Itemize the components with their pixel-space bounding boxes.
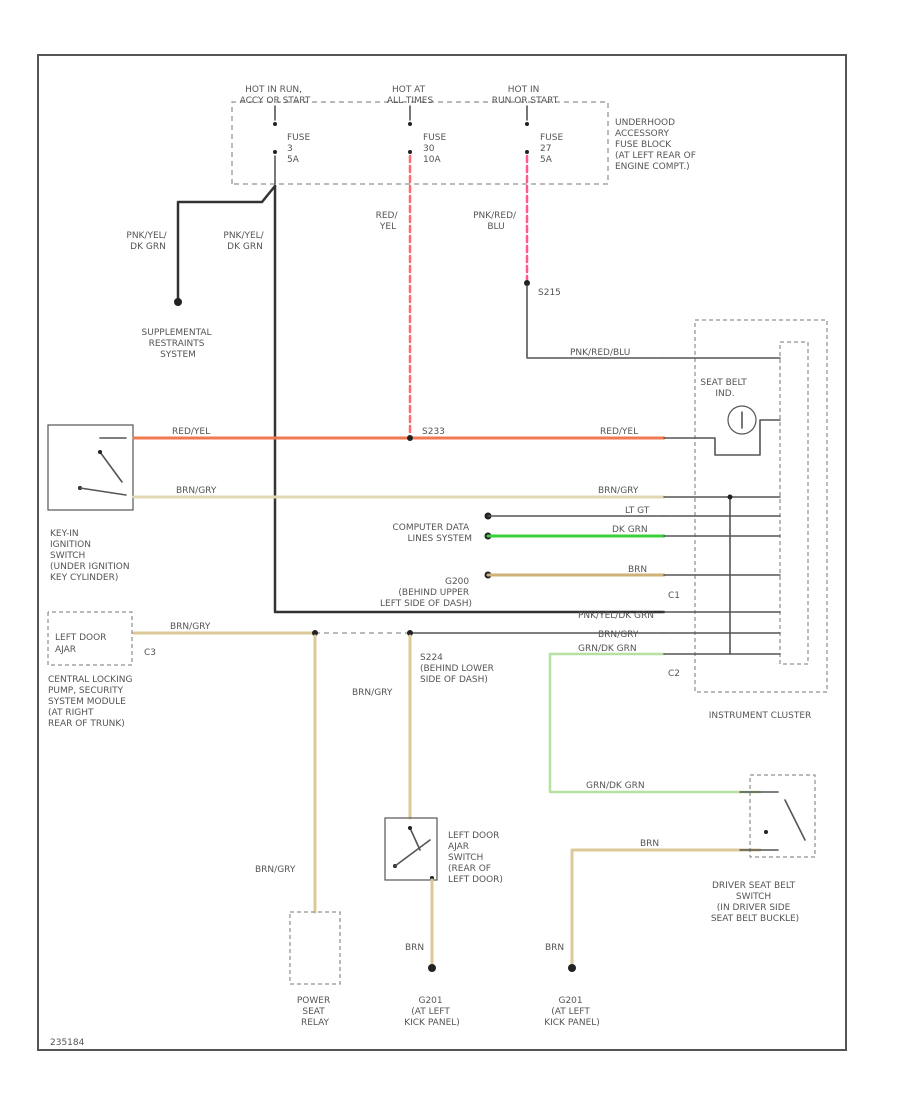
wire-label: BRN/GRY: [255, 865, 296, 875]
wire-label: BRN: [545, 943, 564, 953]
fuse-block-label: UNDERHOOD ACCESSORY FUSE BLOCK (AT LEFT …: [615, 118, 699, 172]
fuse-3-label: FUSE 27 5A: [540, 133, 566, 165]
wire-label: BRN: [640, 839, 659, 849]
hot-label-2: HOT AT ALL TIMES: [387, 85, 434, 106]
ground-g200: G200 (BEHIND UPPER LEFT SIDE OF DASH): [380, 577, 472, 609]
splice-s233: S233: [422, 427, 445, 437]
brn-seatbelt-ground: BRN BRN: [545, 839, 762, 972]
splice-s215: S215: [538, 288, 561, 298]
wire-label: BRN/GRY: [170, 622, 211, 632]
connector-c2: C2: [668, 669, 680, 679]
wire-label: PNK/YEL/ DK GRN: [126, 231, 169, 252]
wire-label: BRN: [405, 943, 424, 953]
wire-label: PNK/YEL/ DK GRN: [223, 231, 266, 252]
driver-seat-belt-label: DRIVER SEAT BELT SWITCH (IN DRIVER SIDE …: [711, 881, 799, 924]
instrument-cluster: SEAT BELT IND. C1 C2 INSTRUMENT CLUSTER: [663, 319, 828, 721]
central-locking-label: CENTRAL LOCKING PUMP, SECURITY SYSTEM MO…: [48, 675, 135, 729]
power-seat-branch: BRN/GRY POWER SEAT RELAY: [255, 634, 341, 1028]
diagram-frame: [37, 54, 847, 1051]
instrument-cluster-label: INSTRUMENT CLUSTER: [709, 711, 812, 721]
seat-belt-ind-label: SEAT BELT IND.: [700, 378, 749, 399]
brn-gry-line: BRN/GRY BRN/GRY: [132, 486, 666, 499]
wire-label: PNK/RED/BLU: [570, 348, 630, 358]
wire-label: RED/YEL: [172, 427, 210, 437]
hot-label-3: HOT IN RUN OR START: [492, 85, 559, 106]
key-switch-label: KEY-IN IGNITION SWITCH (UNDER IGNITION K…: [50, 529, 132, 583]
fuse-block: HOT IN RUN, ACCY OR START HOT AT ALL TIM…: [231, 85, 699, 185]
driver-seat-belt-switch: DRIVER SEAT BELT SWITCH (IN DRIVER SIDE …: [711, 774, 816, 924]
left-door-ajar-module: LEFT DOOR AJAR C3 CENTRAL LOCKING PUMP, …: [47, 611, 156, 729]
fuse-2-label: FUSE 30 10A: [423, 133, 449, 165]
wire-label: BRN/GRY: [176, 486, 217, 496]
wire-label: BRN/GRY: [598, 630, 639, 640]
seat-belt-indicator: [727, 405, 757, 435]
hot-label-1: HOT IN RUN, ACCY OR START: [240, 85, 311, 106]
black-wires: PNK/YEL/ DK GRN PNK/YEL/ DK GRN SUPPLEME…: [126, 184, 666, 614]
power-seat-relay-label: POWER SEAT RELAY: [297, 996, 333, 1028]
left-door-ajar-switch: BRN LEFT DOOR AJAR SWITCH (REAR OF LEFT …: [384, 817, 503, 972]
diagram-code: 235184: [50, 1038, 85, 1048]
grn-dkgrn-line: GRN/DK GRN GRN/DK GRN: [548, 644, 762, 794]
ground-g201-a: G201 (AT LEFT KICK PANEL): [404, 996, 460, 1028]
computer-data-lines: LT GT DK GRN COMPUTER DATA LINES SYSTEM …: [380, 506, 666, 609]
wire-label: BRN: [628, 565, 647, 575]
power-seat-relay-box: [289, 911, 341, 985]
fuse-1-label: FUSE 3 5A: [287, 133, 313, 165]
wire-label: PNK/YEL/DK GRN: [578, 611, 654, 621]
wire-label: BRN/GRY: [598, 486, 639, 496]
wire-label: RED/ YEL: [376, 211, 401, 232]
srs-label: SUPPLEMENTAL RESTRAINTS SYSTEM: [142, 328, 215, 360]
splice-s224: S224 (BEHIND LOWER SIDE OF DASH): [420, 653, 497, 685]
pnk-red-blu-feed: PNK/RED/ BLU S215 PNK/RED/BLU: [473, 154, 665, 359]
key-in-switch: KEY-IN IGNITION SWITCH (UNDER IGNITION K…: [47, 424, 134, 583]
computer-data-label: COMPUTER DATA LINES SYSTEM: [392, 523, 472, 544]
wire-label: PNK/RED/ BLU: [473, 211, 519, 232]
wire-label: DK GRN: [612, 525, 648, 535]
red-yel-feed: RED/ YEL: [376, 154, 412, 438]
wire-label: GRN/DK GRN: [578, 644, 637, 654]
red-yel-line: RED/YEL S233 RED/YEL: [132, 427, 666, 441]
connector-c1: C1: [668, 591, 680, 601]
connector-c3-left: C3: [144, 648, 156, 658]
wire-label: BRN/GRY: [352, 688, 393, 698]
wire-label: LT GT: [625, 506, 650, 516]
wire-label: GRN/DK GRN: [586, 781, 645, 791]
left-door-ajar-label: LEFT DOOR AJAR: [55, 633, 109, 655]
brn-gry-mid-line: BRN/GRY BRN/GRY: [132, 622, 665, 640]
ground-g201-b: G201 (AT LEFT KICK PANEL): [544, 996, 600, 1028]
left-door-switch-label: LEFT DOOR AJAR SWITCH (REAR OF LEFT DOOR…: [448, 831, 503, 885]
s224-branch: S224 (BEHIND LOWER SIDE OF DASH) BRN/GRY: [352, 634, 497, 820]
wire-label: RED/YEL: [600, 427, 638, 437]
